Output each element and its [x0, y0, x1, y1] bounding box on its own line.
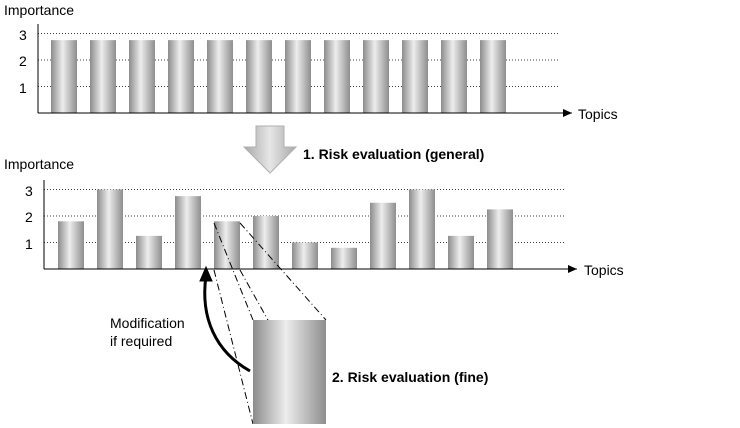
- step-fine-label: 2. Risk evaluation (fine): [332, 369, 488, 385]
- chart-fine-bar-11: [448, 235, 474, 269]
- chart-general: Importance Topics 1 2 3: [4, 2, 618, 122]
- step-general-label: 1. Risk evaluation (general): [303, 146, 484, 162]
- chart-general-bar-1: [51, 40, 77, 113]
- chart-fine-bar-5: [214, 221, 240, 269]
- chart-fine-bar-2: [97, 189, 123, 269]
- modification-label-line1: Modification: [110, 315, 185, 331]
- chart-general-x-axis-title: Topics: [578, 106, 618, 122]
- chart-fine-bar-6: [253, 216, 279, 269]
- chart-fine-bars: [58, 189, 513, 269]
- chart-fine-bar-3: [136, 235, 162, 269]
- modification-arrow: [203, 275, 251, 373]
- chart-fine-bar-9: [370, 202, 396, 269]
- chart-general-bars: [51, 40, 506, 113]
- modification-arrowhead-icon: [199, 265, 213, 282]
- chart-general-bar-8: [324, 40, 350, 113]
- chart-general-bar-3: [129, 40, 155, 113]
- chart-general-bar-6: [246, 40, 272, 113]
- chart-general-bar-7: [285, 40, 311, 113]
- chart-fine-y-tick-3: 3: [25, 183, 33, 199]
- chart-general-y-tick-2: 2: [19, 53, 27, 69]
- chart-general-y-axis-title: Importance: [4, 2, 74, 18]
- chart-fine-bar-12: [487, 209, 513, 269]
- chart-fine-y-axis-title: Importance: [4, 156, 74, 172]
- chart-general-y-tick-3: 3: [19, 27, 27, 43]
- chart-general-bar-11: [441, 40, 467, 113]
- chart-general-bar-12: [480, 40, 506, 113]
- chart-fine-x-axis-title: Topics: [584, 262, 624, 278]
- chart-general-bar-2: [90, 40, 116, 113]
- chart-fine-bar-4: [175, 196, 201, 269]
- chart-general-bar-4: [168, 40, 194, 113]
- modification-label-line2: if required: [110, 333, 172, 349]
- chart-fine-y-tick-2: 2: [25, 209, 33, 225]
- chart-fine-bar-7: [292, 242, 318, 269]
- magnified-bar: [253, 320, 326, 424]
- chart-general-bar-10: [402, 40, 428, 113]
- chart-fine-bar-8: [331, 247, 357, 269]
- chart-general-bar-5: [207, 40, 233, 113]
- chart-general-bar-9: [363, 40, 389, 113]
- chart-fine-y-tick-1: 1: [25, 236, 33, 252]
- chart-fine-bar-10: [409, 189, 435, 269]
- chart-general-y-tick-1: 1: [19, 80, 27, 96]
- down-arrow-icon: [242, 125, 298, 174]
- chart-fine: Importance Topics 1 2 3: [4, 156, 624, 278]
- chart-fine-bar-1: [58, 221, 84, 269]
